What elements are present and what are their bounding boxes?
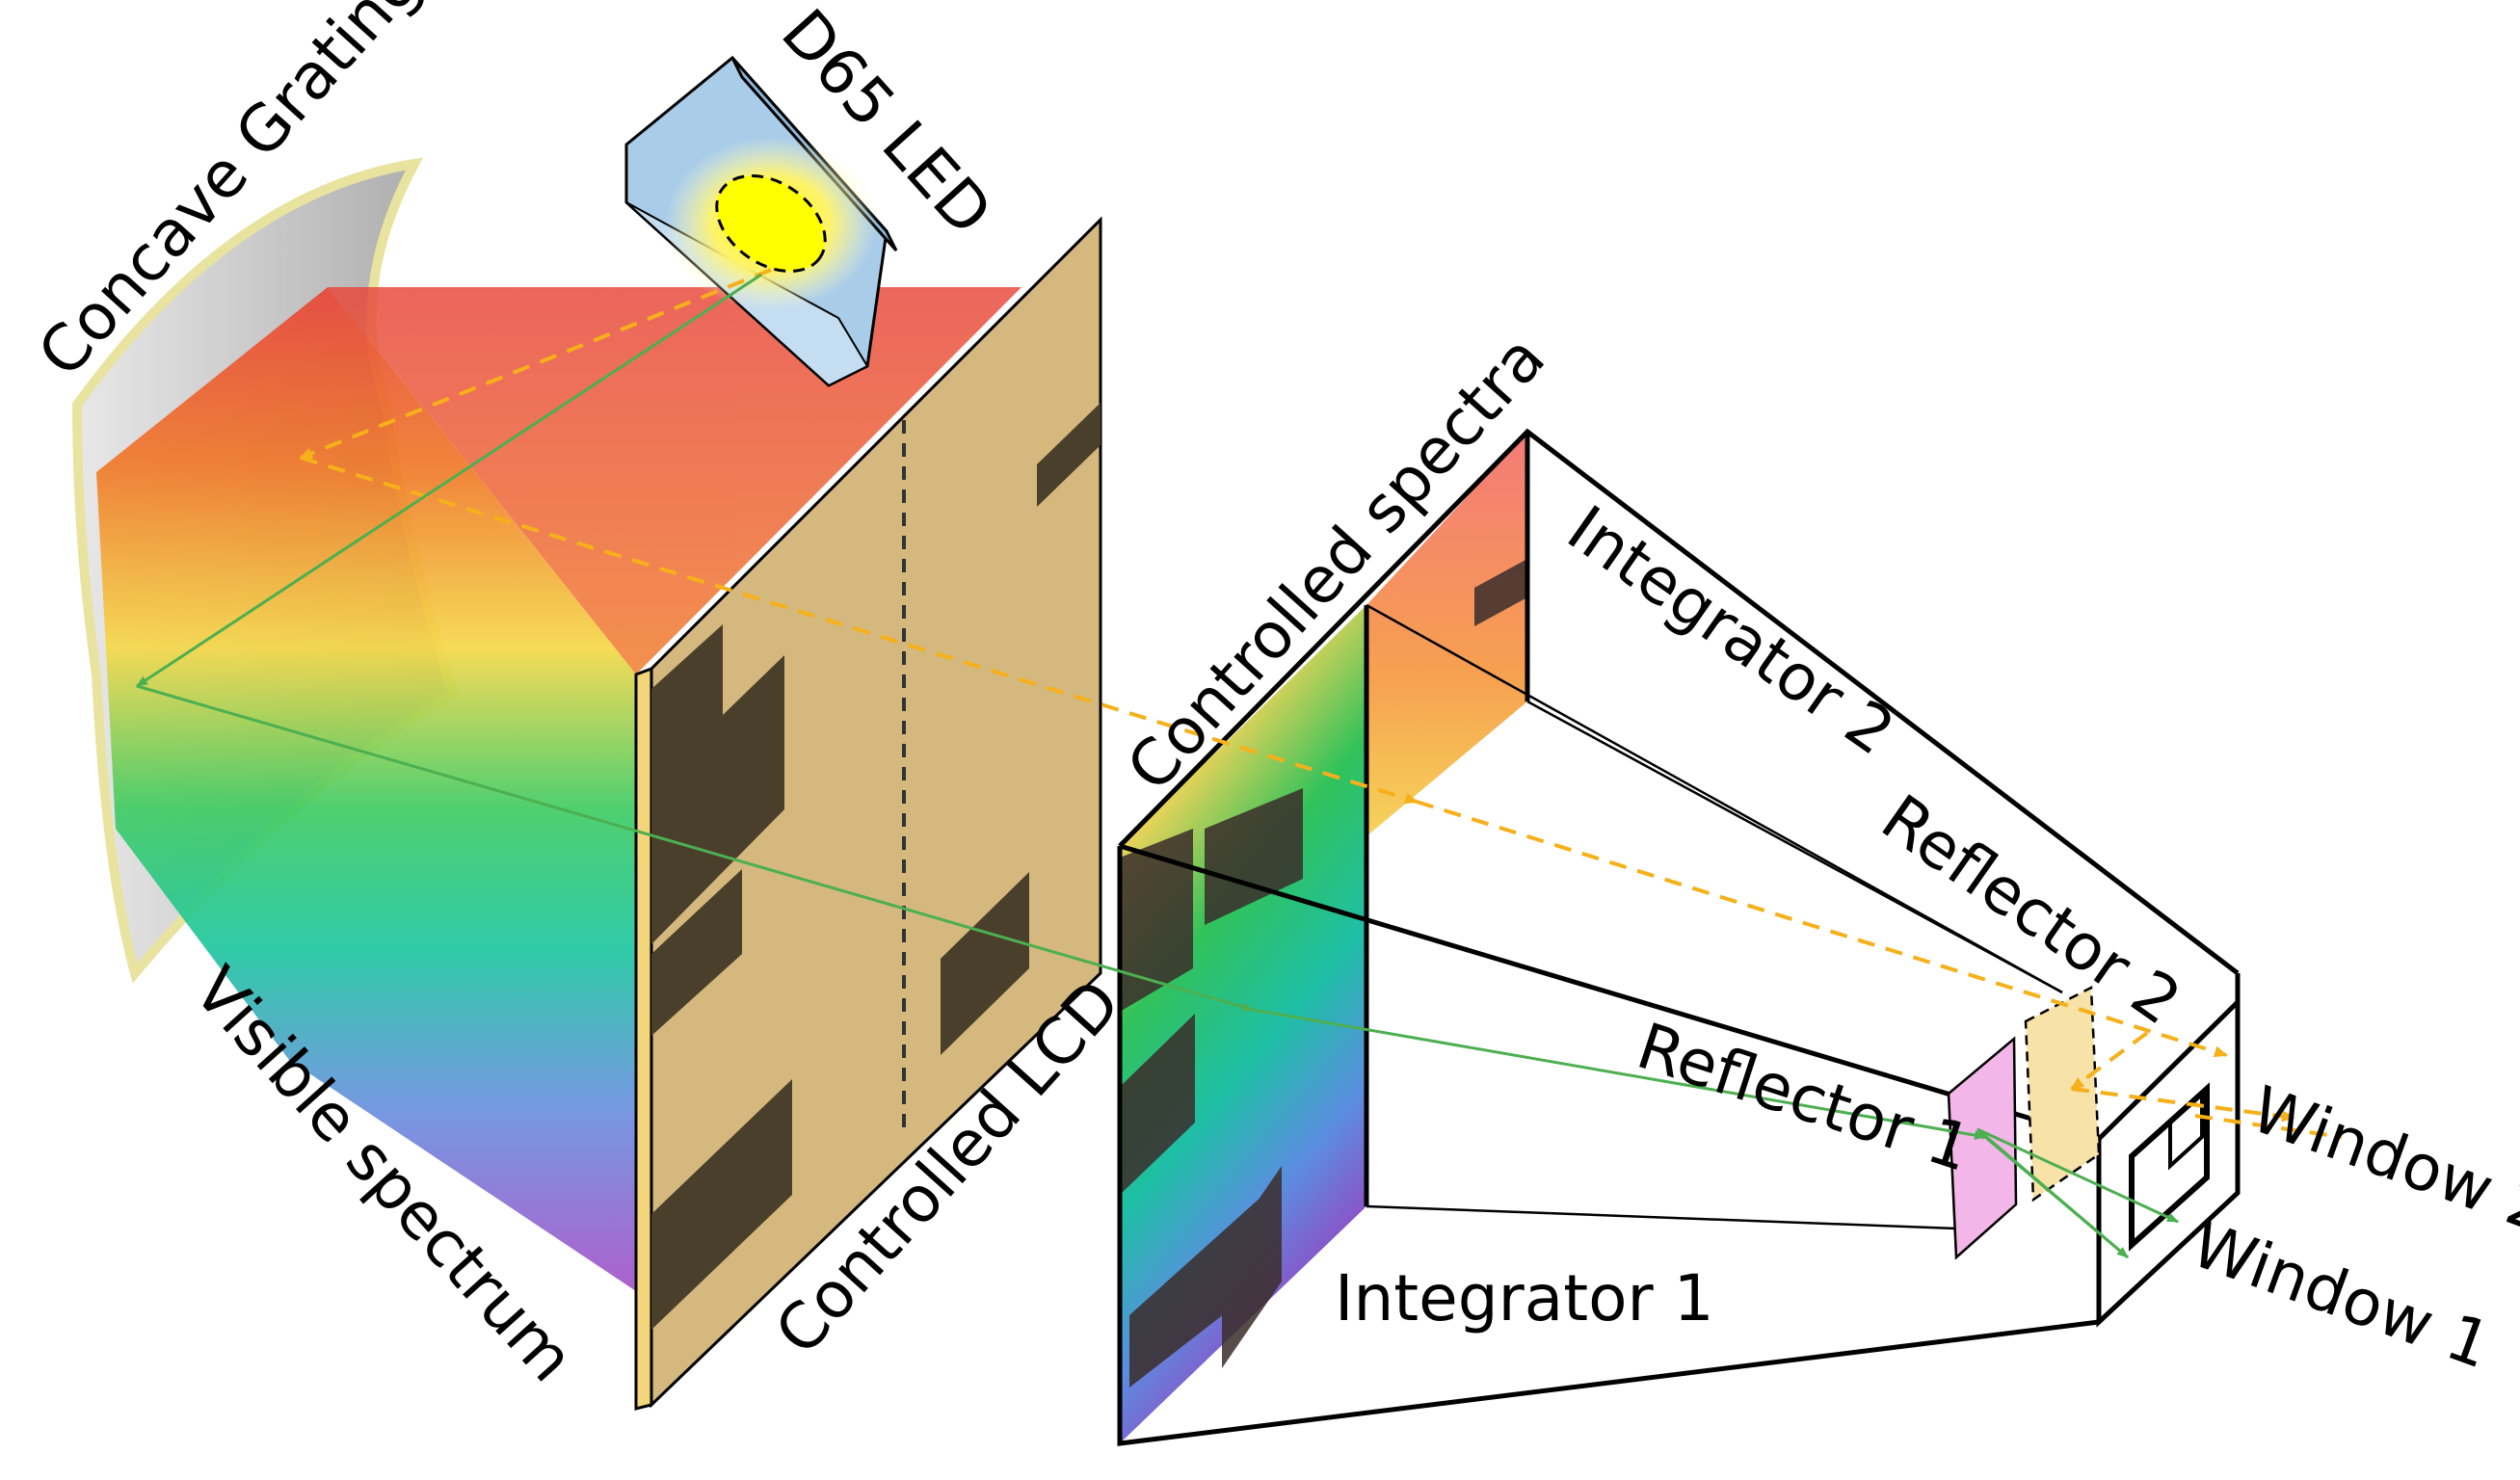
controlled-spectra-front [1120, 605, 1366, 1443]
lcd-mask-blocks [651, 403, 1101, 1330]
beam-orange [299, 268, 2343, 1139]
label-integrator-1: Integrator 1 [1335, 1261, 1714, 1335]
reflector-2 [2024, 985, 2101, 1202]
label-window-2: Window 2 [2242, 1072, 2520, 1249]
led-emitter [715, 174, 827, 273]
beam-green [136, 273, 2179, 1259]
controlled-spectra-back [1366, 432, 1527, 836]
reflector-1 [1947, 1036, 2018, 1260]
controlled-lcd [634, 216, 1102, 1411]
d65-led [624, 55, 898, 387]
visible-spectrum-fan [96, 287, 1021, 1291]
spectra-shadows [1120, 559, 1527, 1388]
